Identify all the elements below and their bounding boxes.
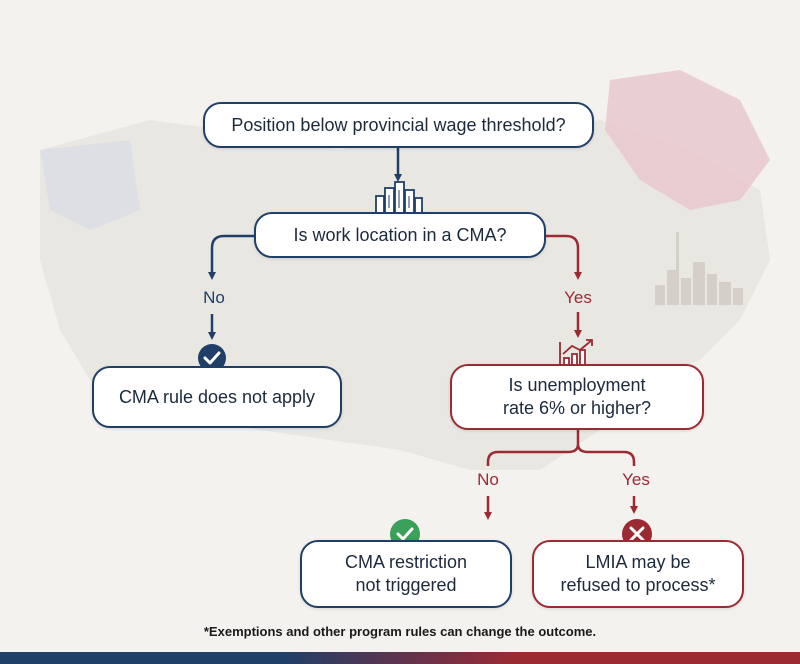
edge-cma-yes-top <box>544 234 582 280</box>
edge-unemp-split <box>486 430 636 466</box>
city-buildings-icon <box>372 181 426 214</box>
check-circle-icon <box>198 344 226 372</box>
node-wage-threshold-text: Position below provincial wage threshold… <box>231 114 566 135</box>
node-cma-not-apply: CMA rule does not apply <box>92 366 342 428</box>
node-lmia-refused-line2: refused to process* <box>560 575 716 595</box>
node-unemployment-line2: rate 6% or higher? <box>502 398 652 418</box>
node-not-triggered: CMA restriction not triggered <box>300 540 512 608</box>
node-not-triggered-line1: CMA restriction <box>344 552 468 572</box>
node-wage-threshold: Position below provincial wage threshold… <box>203 102 594 148</box>
node-lmia-refused: LMIA may be refused to process* <box>532 540 744 608</box>
edge-label-unemp-yes: Yes <box>622 470 650 489</box>
footnote: *Exemptions and other program rules can … <box>203 624 597 639</box>
edge-label-cma-yes: Yes <box>564 288 592 307</box>
edge-cma-no-top <box>208 234 256 280</box>
node-lmia-refused-line1: LMIA may be <box>585 552 691 572</box>
node-cma-not-apply-text: CMA rule does not apply <box>118 386 316 407</box>
skyline-icon <box>655 232 743 305</box>
map-silhouette-west <box>40 140 140 230</box>
bottom-accent-bar <box>0 652 800 664</box>
edge-label-unemp-no: No <box>477 470 499 489</box>
edge-label-cma-no: No <box>203 288 225 307</box>
node-cma-location-text: Is work location in a CMA? <box>293 224 507 245</box>
node-unemployment-rate: Is unemployment rate 6% or higher? <box>450 364 704 430</box>
map-silhouette-east <box>605 70 770 210</box>
node-unemployment-line1: Is unemployment <box>508 375 646 395</box>
node-not-triggered-line2: not triggered <box>355 575 457 595</box>
node-cma-location: Is work location in a CMA? <box>254 212 546 258</box>
